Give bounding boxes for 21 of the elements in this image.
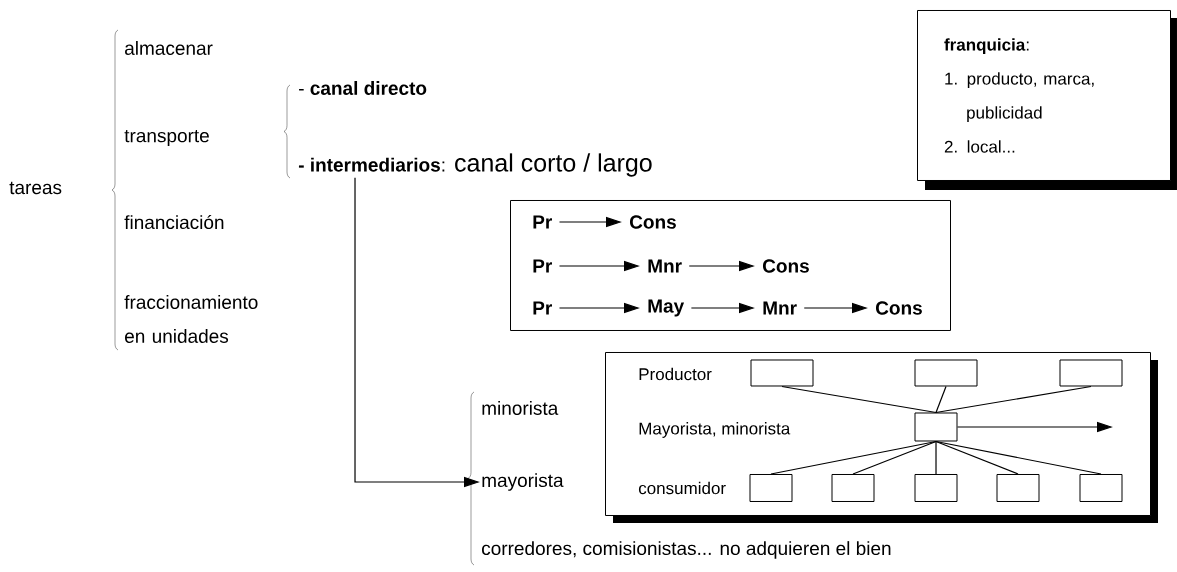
stage-label: Cons	[763, 259, 809, 273]
note-box: franquicia: 1. producto, marca, publicidad 2. local...	[917, 10, 1177, 190]
label: fraccionamiento en unidades	[124, 295, 258, 343]
stage-label: Mnr	[648, 259, 682, 273]
stage-label: Cons	[630, 215, 676, 229]
label: almacenar	[125, 41, 213, 55]
stage-label: Pr	[533, 215, 552, 229]
stage-label: Cons	[876, 301, 922, 315]
label: transporte	[124, 129, 209, 147]
channel-label: - intermediarios: canal corto / largo	[298, 153, 652, 177]
label: tareas	[9, 181, 62, 195]
stage-label: Mnr	[763, 301, 797, 315]
stage-label: Pr	[533, 301, 552, 315]
stage-label: Pr	[533, 259, 552, 273]
label: corredores, comisionistas... no adquieren el bien	[482, 541, 891, 559]
label: mayorista	[482, 473, 564, 491]
channel-box	[510, 200, 951, 331]
stage-label: May	[648, 299, 685, 317]
label: financiación	[124, 214, 224, 230]
label: minorista	[482, 401, 559, 415]
label: - canal directo	[299, 81, 427, 95]
